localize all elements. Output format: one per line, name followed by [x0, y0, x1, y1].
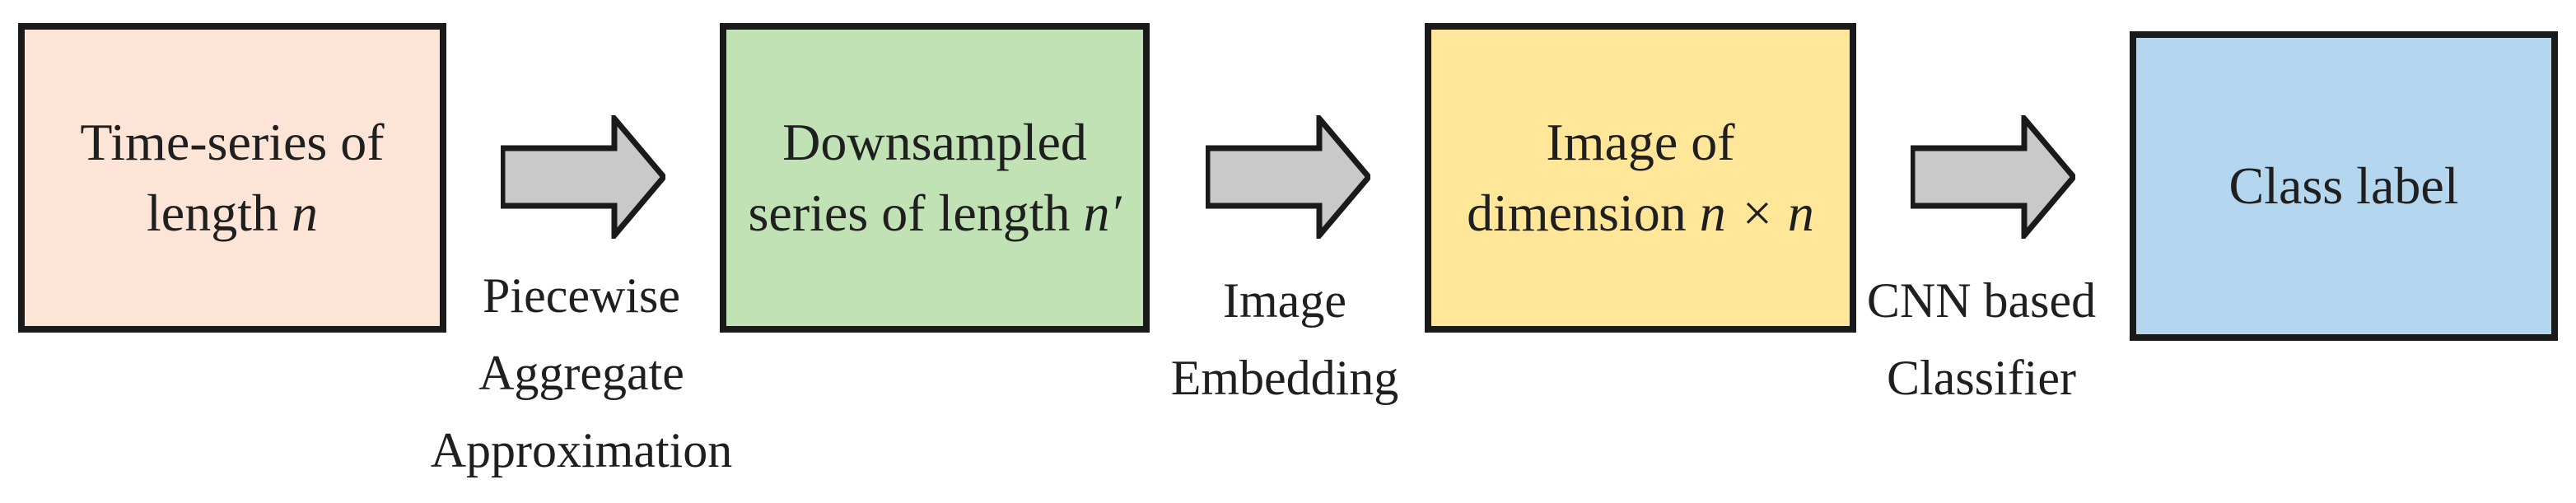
box-text: Image of	[1546, 112, 1735, 171]
box-text: Downsampled	[782, 112, 1087, 171]
step-label-line: Piecewise	[483, 268, 680, 323]
box-text-line: series of length n′	[749, 178, 1122, 249]
step-label-line: Approximation	[430, 423, 733, 477]
box-variable: n′	[1083, 184, 1122, 242]
right-arrow-icon	[1911, 115, 2075, 239]
box-text: Time-series of	[80, 112, 385, 171]
box-text: Class label	[2228, 156, 2459, 215]
step-label-line: Aggregate	[478, 346, 684, 400]
box-text: series of length	[748, 184, 1084, 242]
box-text-line: Downsampled	[782, 107, 1087, 178]
box-text: dimension	[1467, 184, 1700, 242]
box-text-line: Time-series of	[80, 107, 384, 178]
right-arrow-icon	[501, 115, 665, 239]
step-label-embedding: Image Embedding	[1136, 262, 1433, 417]
step-label-line: CNN based	[1866, 273, 2097, 328]
image-box: Image of dimension n × n	[1425, 23, 1856, 333]
box-text-line: length n	[147, 178, 318, 249]
class-label-box: Class label	[2130, 31, 2558, 341]
step-label-line: Image	[1223, 273, 1346, 328]
box-text-line: Class label	[2228, 151, 2458, 221]
box-text-line: Image of	[1546, 107, 1734, 178]
step-label-paa: Piecewise Aggregate Approximation	[417, 257, 746, 489]
box-text-line: dimension n × n	[1467, 178, 1814, 249]
right-arrow-icon	[1206, 115, 1370, 239]
box-variable: n × n	[1699, 184, 1814, 242]
downsampled-series-box: Downsampled series of length n′	[720, 23, 1150, 333]
step-label-classifier: CNN based Classifier	[1841, 262, 2121, 417]
box-text: length	[147, 184, 292, 242]
step-label-line: Classifier	[1887, 351, 2076, 405]
time-series-box: Time-series of length n	[18, 23, 446, 333]
step-label-line: Embedding	[1170, 351, 1399, 405]
box-variable: n	[291, 184, 318, 242]
